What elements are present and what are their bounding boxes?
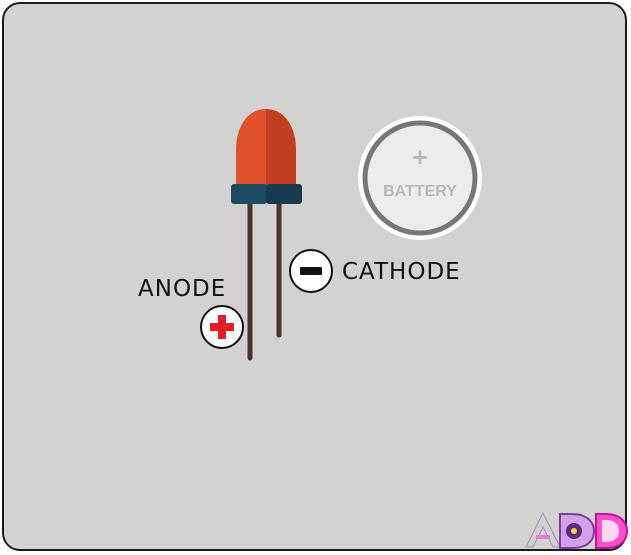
plus-circle-icon (200, 305, 244, 349)
add-logo (525, 511, 629, 549)
led-base (231, 184, 302, 204)
coin-battery-icon: + BATTERY (358, 116, 482, 240)
led-body (236, 109, 296, 187)
minus-circle-icon (289, 249, 333, 293)
cathode-label: CATHODE (342, 259, 461, 285)
anode-label: ANODE (138, 276, 226, 302)
battery-plus-sign: + (412, 142, 427, 172)
battery-label: BATTERY (383, 183, 457, 200)
